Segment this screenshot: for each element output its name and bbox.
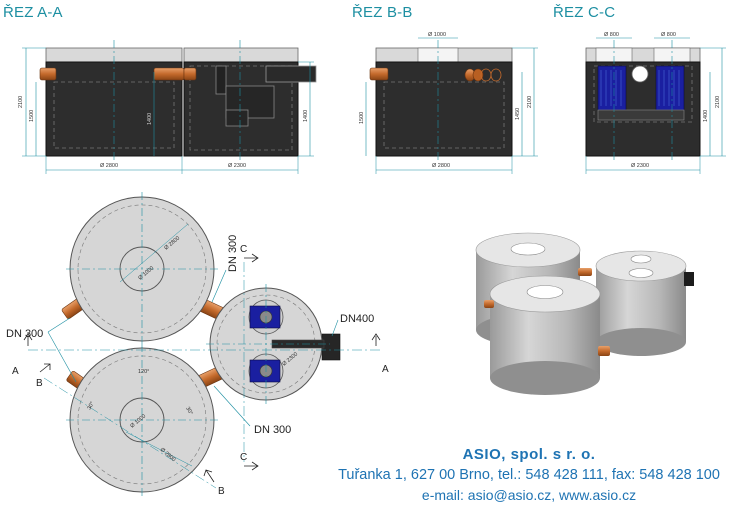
pipe-dn400-outlet (321, 333, 341, 361)
render-3d (475, 232, 694, 395)
cc-dim-1400: 1400 (703, 110, 709, 122)
aa-dim-1400-center: 1400 (147, 113, 153, 125)
section-c-c: Ø 800 Ø 800 1400 2100 Ø 2300 (585, 32, 726, 174)
plan-angle-120: 120° (138, 369, 149, 375)
label-dn300-left: DN 300 (6, 328, 43, 340)
label-dn300-top: DN 300 (227, 235, 239, 272)
cc-dim-2100: 2100 (715, 96, 721, 108)
marker-b-left: B (36, 378, 43, 389)
bb-dim-2100: 2100 (527, 96, 533, 108)
section-a-a-title: ŘEZ A-A (3, 4, 63, 21)
company-address: Tuřanka 1, 627 00 Brno, tel.: 548 428 11… (338, 467, 720, 483)
aa-dim-2800: Ø 2800 (100, 163, 118, 169)
cc-dim-800-right: Ø 800 (661, 32, 676, 38)
bb-dim-1000: Ø 1000 (428, 32, 446, 38)
label-dn400: DN400 (340, 313, 374, 325)
render-tank-right (595, 250, 694, 356)
aa-dim-1500: 1500 (29, 110, 35, 122)
bb-dim-1450: 1450 (515, 108, 521, 120)
label-dn300-bottom: DN 300 (254, 424, 291, 436)
aa-dim-2100: 2100 (18, 96, 24, 108)
section-a-a: 2100 1500 1400 1400 Ø 2800 Ø 2300 (18, 40, 317, 174)
marker-c-bottom: C (240, 452, 247, 463)
section-c-c-title: ŘEZ C-C (553, 4, 616, 21)
plan-view: DN 300 DN 300 DN400 DN 300 A A B B C C Ø… (6, 192, 389, 497)
aa-dim-2300: Ø 2300 (228, 163, 246, 169)
marker-b-bottom: B (218, 486, 225, 497)
bb-dim-1500: 1500 (359, 112, 365, 124)
cc-dim-2300: Ø 2300 (631, 163, 649, 169)
render-tank-front (484, 275, 610, 395)
section-b-b: Ø 1000 1500 1450 2100 Ø 2800 (359, 32, 538, 174)
marker-a-right: A (382, 364, 389, 375)
plan-angle-30-right: 30° (184, 406, 193, 416)
section-b-b-title: ŘEZ B-B (352, 4, 413, 21)
company-contact: e-mail: asio@asio.cz, www.asio.cz (421, 487, 637, 503)
plan-angle-30-left: 30° (87, 401, 96, 411)
cc-dim-800-left: Ø 800 (604, 32, 619, 38)
aa-dim-1400-right: 1400 (303, 110, 309, 122)
marker-a-left: A (12, 366, 19, 377)
marker-c-top: C (240, 244, 247, 255)
company-name: ASIO, spol. s r. o. (462, 446, 596, 463)
bb-dim-2800: Ø 2800 (432, 163, 450, 169)
